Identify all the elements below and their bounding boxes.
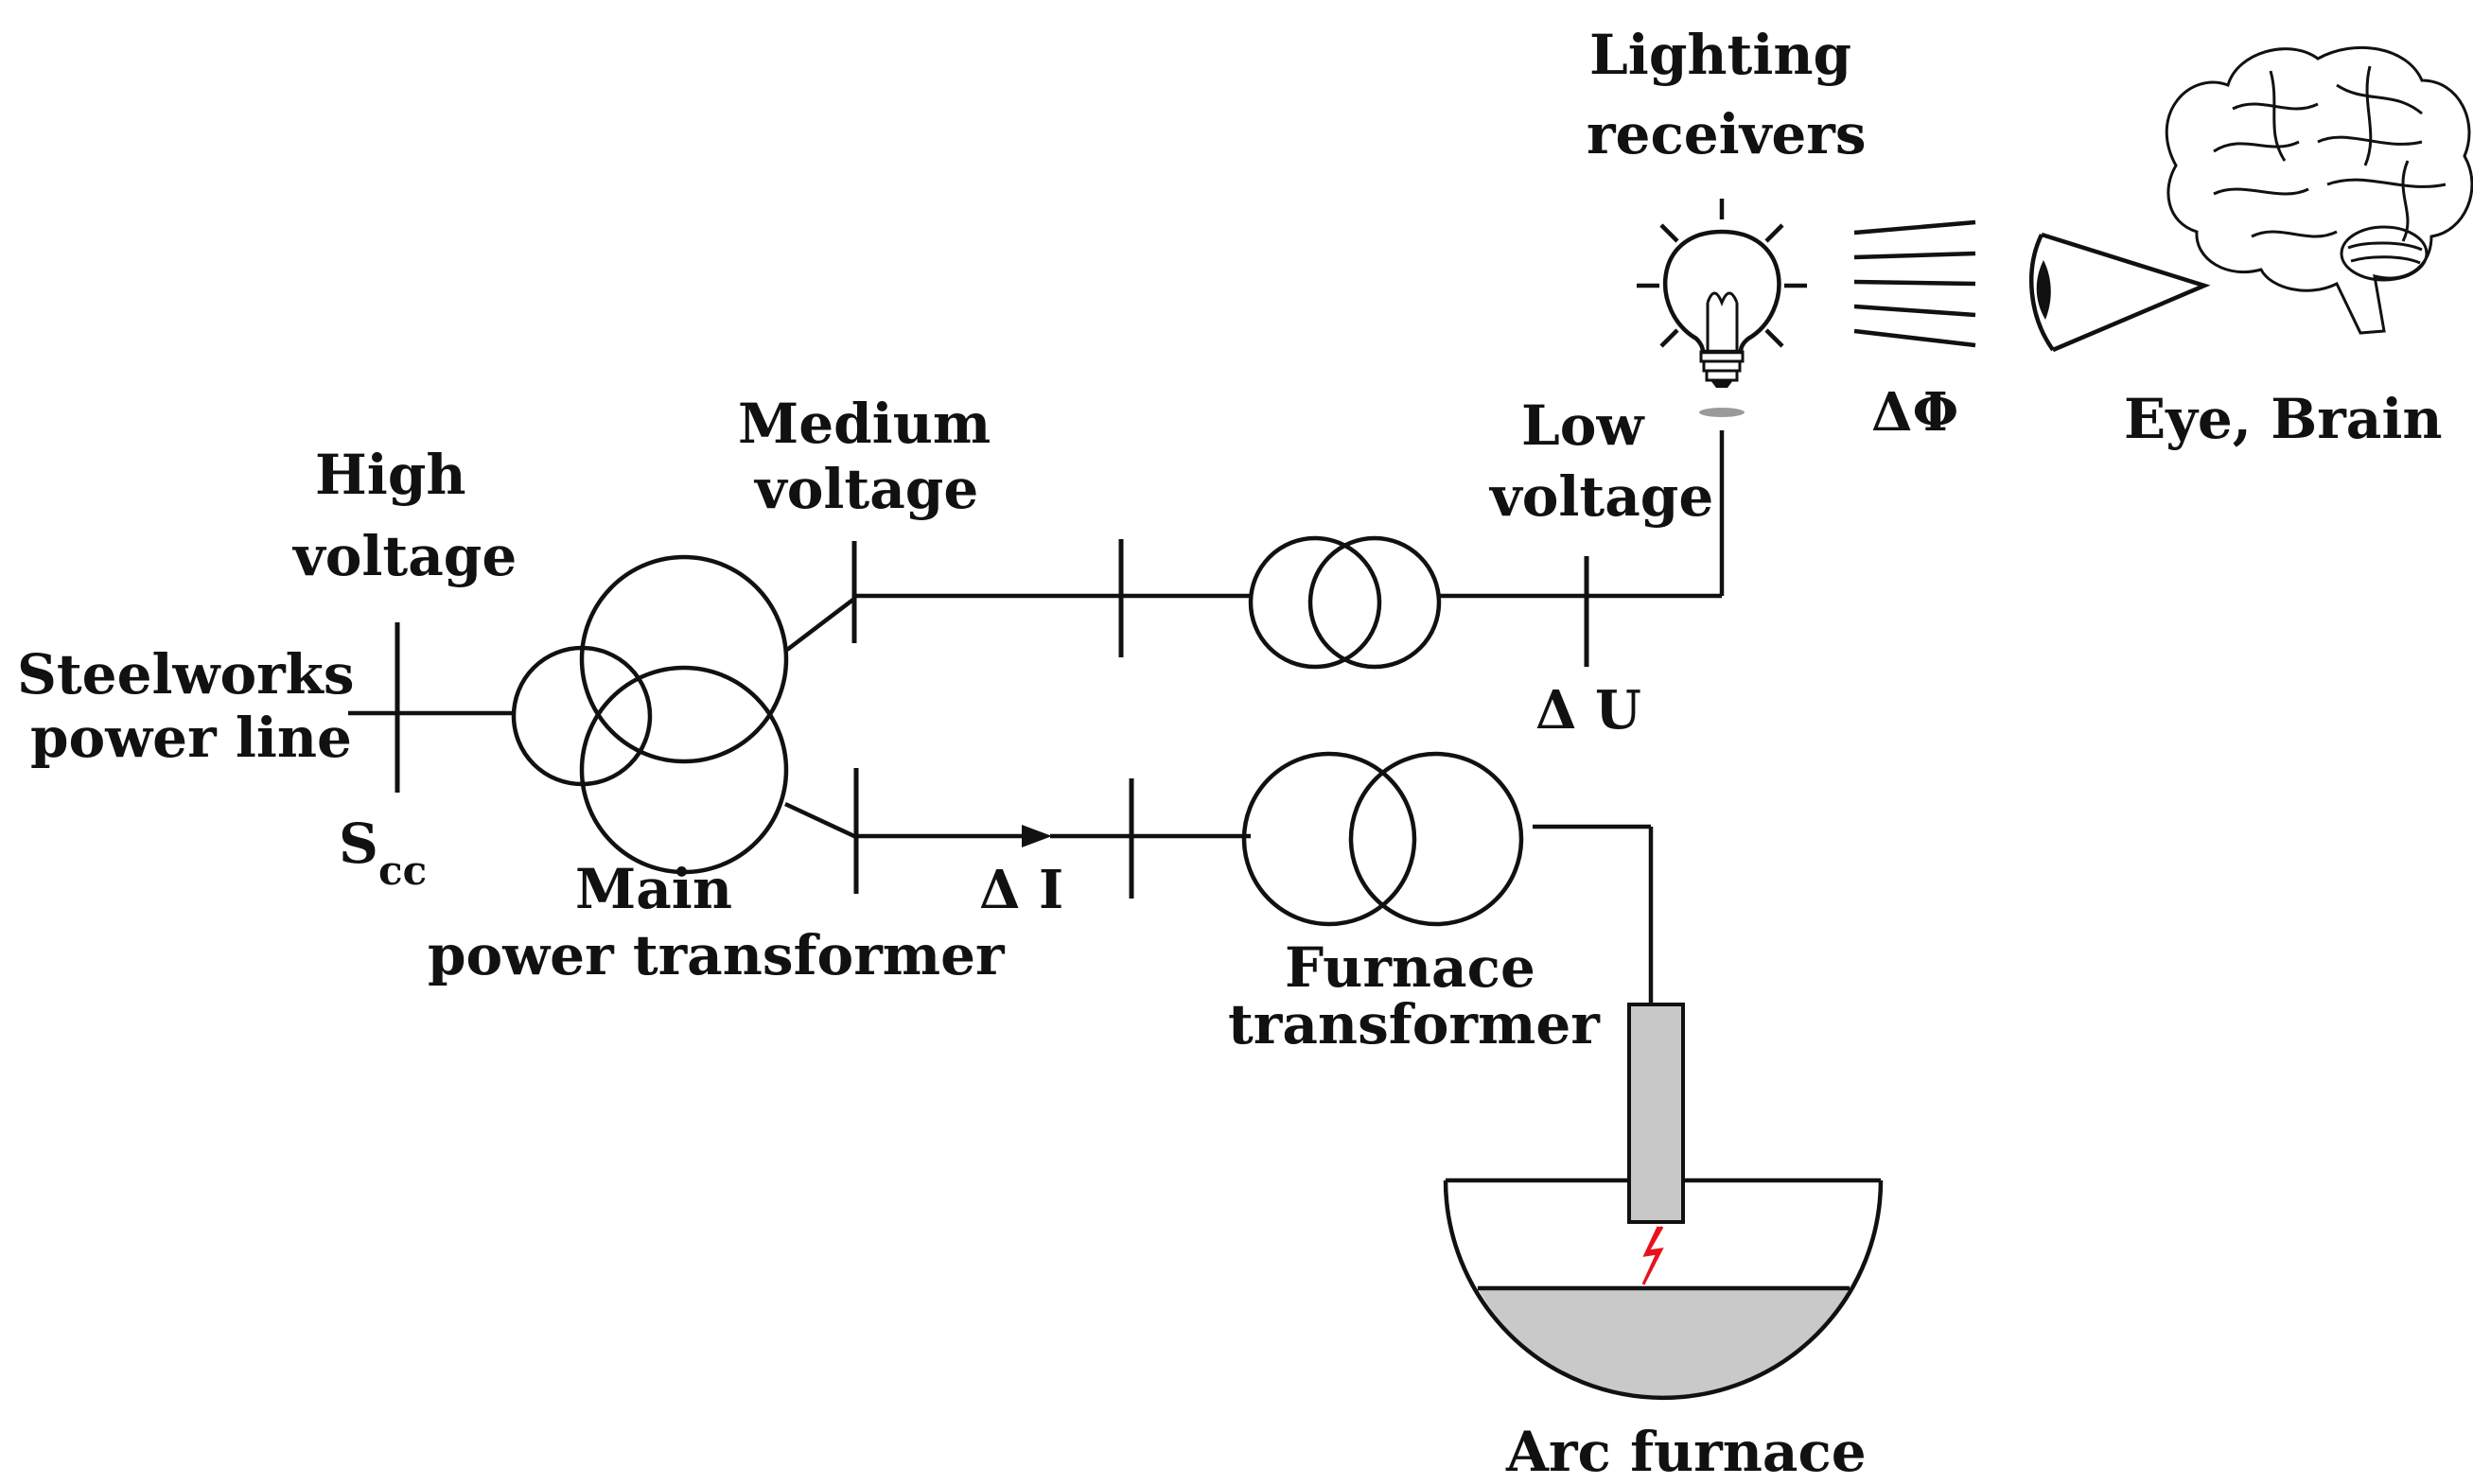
steelworks-line bbox=[348, 622, 516, 793]
main-power-transformer bbox=[511, 554, 789, 875]
arc-spark-icon bbox=[1641, 1226, 1664, 1285]
eye-icon bbox=[2029, 232, 2211, 353]
melt-surface bbox=[1478, 1288, 1850, 1400]
label-power-transformer: power transformer bbox=[428, 923, 1006, 987]
lv-transformer bbox=[1248, 535, 1442, 670]
brain-icon bbox=[2165, 45, 2473, 335]
label-medium-voltage: voltage bbox=[753, 457, 978, 521]
electrode bbox=[1627, 1003, 1685, 1224]
furnace-feed-line bbox=[1533, 824, 1654, 1004]
current-arrow-icon bbox=[1022, 825, 1052, 847]
label-steelworks: Steelworks bbox=[17, 642, 355, 707]
label-high: High bbox=[315, 443, 466, 507]
light-bulb-icon bbox=[1637, 199, 1807, 417]
label-low-voltage: voltage bbox=[1488, 464, 1713, 529]
labels: High voltage Steelworks power line S cc … bbox=[17, 23, 2443, 1484]
label-delta-phi: ΔΦ bbox=[1871, 381, 1958, 444]
medium-voltage-branch bbox=[785, 539, 1251, 657]
label-delta-u: Δ U bbox=[1535, 679, 1641, 742]
label-main: Main bbox=[575, 857, 732, 921]
label-furnace: Furnace bbox=[1285, 935, 1535, 1000]
label-receivers: receivers bbox=[1587, 102, 1867, 166]
label-scc-sub: cc bbox=[378, 847, 427, 894]
label-delta-i: Δ I bbox=[979, 859, 1063, 921]
label-lighting: Lighting bbox=[1589, 23, 1851, 87]
furnace-transformer bbox=[1241, 751, 1524, 927]
low-voltage-line bbox=[1439, 430, 1725, 667]
label-power-line: power line bbox=[30, 706, 352, 770]
arc-furnace bbox=[1443, 1003, 1884, 1401]
furnace-branch bbox=[784, 768, 1251, 899]
label-arc-furnace: Arc furnace bbox=[1505, 1420, 1867, 1484]
label-eye-brain: Eye, Brain bbox=[2124, 387, 2443, 451]
light-flux-lines bbox=[1853, 219, 1976, 348]
label-scc-main: S bbox=[339, 812, 378, 876]
label-low: Low bbox=[1521, 393, 1645, 458]
label-high-voltage: voltage bbox=[291, 524, 517, 588]
label-furnace-transformer: transformer bbox=[1228, 992, 1601, 1056]
label-medium: Medium bbox=[738, 392, 991, 456]
